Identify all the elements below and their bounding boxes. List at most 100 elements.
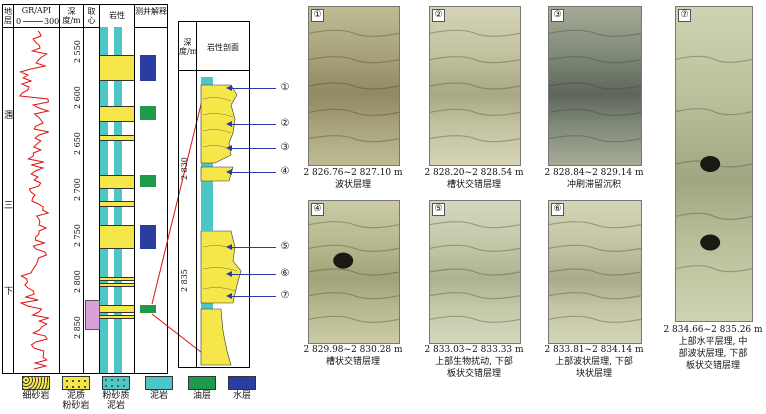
marker-label: ① — [280, 82, 290, 93]
photo-caption: 2 828.20~2 828.54 m — [424, 168, 524, 178]
lithology-header: 岩性 — [109, 11, 125, 20]
legend-swatch-mud — [145, 376, 173, 390]
formation-char-3: 下 — [4, 287, 14, 297]
oil-layer-band — [140, 175, 156, 187]
legend-label: 泥岩 — [149, 391, 168, 401]
legend-swatch-siltmud — [102, 376, 130, 390]
core-photo: ② — [429, 6, 521, 166]
gr-scale-max: 300 — [44, 17, 60, 26]
oil-layer-band — [140, 106, 156, 120]
marker-label: ② — [280, 118, 290, 129]
section-depth-tick-2835: 2 835 — [180, 269, 189, 292]
section-profile-drawing — [200, 77, 242, 366]
marker-arrow — [230, 124, 276, 125]
marker-arrow — [230, 172, 276, 173]
sand-band — [100, 305, 134, 313]
legend-label: 泥岩 — [106, 401, 125, 411]
marker-arrow — [230, 296, 276, 297]
core-photo: ③ — [548, 6, 642, 166]
section-depth-header: 深度/m — [179, 38, 198, 56]
photo-number: ⑥ — [551, 203, 564, 216]
marker-arrow — [230, 148, 276, 149]
photo-caption: 板状交错层理 — [685, 361, 740, 371]
legend-label: 粉砂质 — [102, 391, 130, 401]
core-photo: ⑤ — [429, 200, 521, 344]
photo-caption: 槽状交错层理 — [325, 357, 380, 367]
legend-swatch-fine — [22, 376, 50, 390]
log-depth-tick: 2 550 — [73, 40, 82, 63]
core-photo: ⑥ — [548, 200, 642, 344]
formation-char-1: 涠 — [4, 111, 14, 121]
photo-caption: 槽状交错层理 — [446, 180, 501, 190]
sand-band — [100, 283, 134, 287]
photo-caption: 板状交错层理 — [446, 369, 501, 379]
marker-label: ③ — [280, 142, 290, 153]
legend-label: 泥质 — [66, 391, 85, 401]
sand-band — [100, 135, 134, 141]
legend-label: 粉砂岩 — [62, 401, 90, 411]
photo-number: ④ — [311, 203, 324, 216]
sand-band — [100, 315, 134, 319]
log-depth-tick: 2 800 — [73, 270, 82, 293]
marker-label: ④ — [280, 166, 290, 177]
sand-band — [100, 175, 134, 189]
section-depth-tick-2830: 2 830 — [180, 157, 189, 180]
core-header: 取心 — [87, 7, 96, 25]
formation-char-2: 三 — [4, 201, 14, 211]
photo-caption: 上部波状层理, 下部 — [555, 357, 633, 367]
legend-label: 细砂岩 — [22, 391, 50, 401]
depth-header: 深度/m — [62, 7, 81, 25]
log-depth-tick: 2 750 — [73, 224, 82, 247]
arrow-head-icon — [226, 121, 232, 127]
core-photo: ① — [308, 6, 400, 166]
photo-number: ⑦ — [678, 9, 691, 22]
marker-label: ⑦ — [280, 290, 290, 301]
sand-band — [100, 55, 134, 81]
marker-arrow — [230, 88, 276, 89]
photo-caption: 2 833.03~2 833.33 m — [424, 345, 524, 355]
gr-curve — [18, 30, 51, 370]
arrow-head-icon — [226, 169, 232, 175]
photo-caption: 上部生物扰动, 下部 — [435, 357, 513, 367]
arrow-head-icon — [226, 85, 232, 91]
log-depth-tick: 2 850 — [73, 316, 82, 339]
photo-caption: 2 833.81~2 834.14 m — [544, 345, 644, 355]
arrow-head-icon — [226, 145, 232, 151]
oil-layer-band — [140, 305, 156, 313]
well-log-panel: 地层 GR/API 0 300 深度/m 取心 岩性 测井解释 涠 三 下 2 … — [2, 4, 168, 374]
core-marker — [85, 300, 100, 330]
legend-swatch-silt — [62, 376, 90, 390]
marker-label: ⑥ — [280, 268, 290, 279]
sand-band — [100, 277, 134, 281]
marker-label: ⑤ — [280, 241, 290, 252]
log-depth-tick: 2 650 — [73, 132, 82, 155]
gr-header: GR/API — [21, 6, 52, 15]
photo-number: ③ — [551, 9, 564, 22]
core-link-lines — [151, 83, 207, 357]
interpretation-header: 测井解释 — [135, 7, 167, 16]
arrow-head-icon — [226, 271, 232, 277]
legend-label: 水层 — [232, 391, 251, 401]
photo-caption: 波状层理 — [334, 180, 371, 190]
core-photo: ⑦ — [675, 6, 753, 322]
photo-caption: 2 828.84~2 829.14 m — [544, 168, 644, 178]
marker-arrow — [230, 247, 276, 248]
lithology-section-panel: 深度/m 岩性剖面 2 830 2 835 — [178, 21, 250, 368]
photo-caption: 2 829.98~2 830.28 m — [303, 345, 403, 355]
legend-swatch-oil — [188, 376, 216, 390]
sand-band — [100, 225, 134, 249]
photo-caption: 2 834.66~2 835.26 m — [663, 325, 763, 335]
photo-caption: 块状层理 — [575, 369, 612, 379]
section-profile-header: 岩性剖面 — [207, 43, 239, 52]
photo-number: ① — [311, 9, 324, 22]
water-layer-band — [140, 225, 156, 249]
marker-arrow — [230, 274, 276, 275]
arrow-head-icon — [226, 293, 232, 299]
legend-swatch-water — [228, 376, 256, 390]
log-depth-tick: 2 700 — [73, 178, 82, 201]
photo-caption: 上部水平层理, 中 — [678, 337, 748, 347]
core-photo: ④ — [308, 200, 400, 344]
sand-band — [100, 201, 134, 207]
photo-caption: 部波状层理, 下部 — [678, 349, 748, 359]
log-depth-tick: 2 600 — [73, 86, 82, 109]
